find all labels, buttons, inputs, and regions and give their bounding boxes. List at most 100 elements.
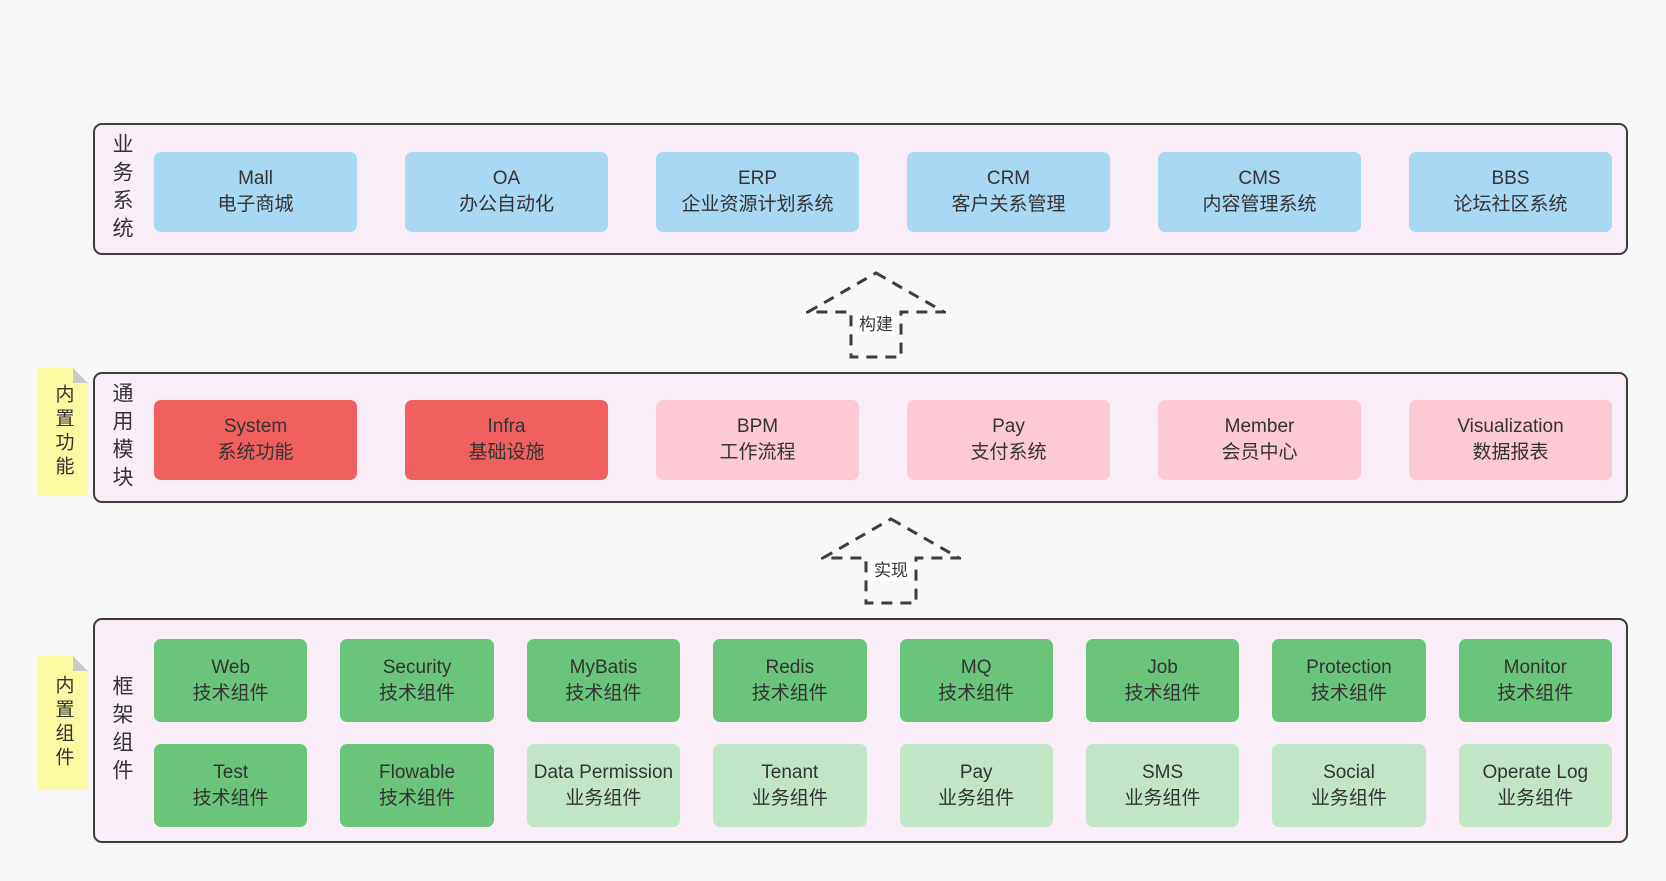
box-subtitle: 技术组件	[192, 787, 269, 809]
sticky-text: 内置组件	[52, 675, 74, 771]
box-subtitle: 技术组件	[379, 682, 456, 704]
layer-label-business: 业务系统	[110, 133, 133, 245]
box-title: Test	[213, 761, 249, 783]
box-subtitle: 会员中心	[1221, 442, 1298, 463]
box-member: Member 会员中心	[1158, 400, 1361, 480]
box-subtitle: 技术组件	[1497, 682, 1574, 704]
box-title: CMS	[1238, 168, 1281, 189]
box-subtitle: 技术组件	[379, 787, 456, 809]
box-subtitle: 技术组件	[1310, 682, 1387, 704]
box-data-permission: Data Permission 业务组件	[526, 744, 681, 827]
box-title: Tenant	[761, 761, 819, 783]
up-arrow-icon	[806, 271, 946, 359]
box-title: OA	[492, 168, 521, 189]
box-redis: Redis 技术组件	[713, 639, 867, 722]
arrow-label-build: 构建	[856, 314, 896, 335]
box-title: System	[223, 416, 288, 437]
components-row-2: Test 技术组件 Flowable 技术组件 Data Permission …	[154, 744, 1612, 827]
box-mall: Mall 电子商城	[154, 152, 357, 232]
box-title: ERP	[737, 168, 778, 189]
box-title: Protection	[1306, 656, 1392, 678]
box-title: Pay	[959, 761, 993, 783]
box-bpm: BPM 工作流程	[656, 400, 859, 480]
business-systems-layer: 业务系统 Mall 电子商城 OA 办公自动化 ERP 企业资源计划系统 CRM…	[93, 123, 1628, 255]
sticky-note-built-in-components: 内置组件	[38, 656, 88, 790]
implement-arrow: 实现	[821, 516, 961, 606]
box-mybatis: MyBatis 技术组件	[526, 639, 681, 722]
layer-label-modules: 通用模块	[110, 381, 133, 494]
sticky-note-built-in-features: 内置功能	[38, 368, 88, 496]
box-subtitle: 技术组件	[938, 682, 1015, 704]
layer-label-components: 框架组件	[110, 674, 133, 787]
box-sms: SMS 业务组件	[1085, 744, 1240, 827]
box-visualization: Visualization 数据报表	[1409, 400, 1612, 480]
box-subtitle: 业务组件	[1124, 787, 1201, 809]
box-flowable: Flowable 技术组件	[340, 744, 494, 827]
box-title: Pay	[992, 416, 1025, 437]
box-subtitle: 基础设施	[468, 442, 545, 463]
box-web: Web 技术组件	[154, 639, 308, 722]
up-arrow-icon	[821, 517, 961, 605]
box-subtitle: 支付系统	[970, 442, 1047, 463]
box-title: Web	[211, 656, 251, 678]
box-mq: MQ 技术组件	[899, 639, 1053, 722]
box-subtitle: 业务组件	[1310, 787, 1387, 809]
box-title: Redis	[765, 656, 815, 678]
box-title: Visualization	[1457, 416, 1564, 437]
box-subtitle: 技术组件	[565, 682, 642, 704]
box-subtitle: 办公自动化	[458, 194, 554, 215]
box-title: BBS	[1491, 168, 1530, 189]
box-title: Member	[1224, 416, 1295, 437]
box-subtitle: 系统功能	[217, 442, 294, 463]
box-subtitle: 数据报表	[1472, 442, 1549, 463]
box-title: CRM	[986, 168, 1031, 189]
box-title: MyBatis	[569, 656, 638, 678]
framework-components-layer: 框架组件 Web 技术组件 Security 技术组件 MyBatis 技术组件…	[93, 618, 1628, 843]
box-subtitle: 业务组件	[1497, 787, 1574, 809]
box-security: Security 技术组件	[340, 639, 494, 722]
box-cms: CMS 内容管理系统	[1158, 152, 1361, 232]
box-title: Infra	[487, 416, 526, 437]
box-title: Security	[382, 656, 452, 678]
sticky-text: 内置功能	[52, 384, 74, 480]
box-subtitle: 论坛社区系统	[1453, 194, 1568, 215]
box-subtitle: 企业资源计划系统	[681, 194, 834, 215]
business-boxes-row: Mall 电子商城 OA 办公自动化 ERP 企业资源计划系统 CRM 客户关系…	[154, 152, 1612, 232]
components-row-1: Web 技术组件 Security 技术组件 MyBatis 技术组件 Redi…	[154, 639, 1612, 722]
modules-boxes-row: System 系统功能 Infra 基础设施 BPM 工作流程 Pay 支付系统…	[154, 400, 1612, 480]
arrow-label-implement: 实现	[871, 560, 911, 581]
box-title: Mall	[238, 168, 273, 189]
box-bbs: BBS 论坛社区系统	[1409, 152, 1612, 232]
box-title: MQ	[960, 656, 992, 678]
box-oa: OA 办公自动化	[405, 152, 608, 232]
box-title: Flowable	[379, 761, 456, 783]
box-subtitle: 内容管理系统	[1202, 194, 1317, 215]
box-title: BPM	[736, 416, 779, 437]
box-title: Operate Log	[1482, 761, 1589, 783]
box-subtitle: 技术组件	[1124, 682, 1201, 704]
box-subtitle: 业务组件	[565, 787, 642, 809]
box-subtitle: 技术组件	[192, 682, 269, 704]
box-pay-biz: Pay 业务组件	[899, 744, 1053, 827]
box-title: Job	[1147, 656, 1178, 678]
box-subtitle: 客户关系管理	[951, 194, 1066, 215]
box-subtitle: 业务组件	[751, 787, 828, 809]
box-tenant: Tenant 业务组件	[713, 744, 867, 827]
box-title: Monitor	[1503, 656, 1567, 678]
box-system: System 系统功能	[154, 400, 357, 480]
box-subtitle: 工作流程	[719, 442, 796, 463]
box-pay: Pay 支付系统	[907, 400, 1110, 480]
box-title: Data Permission	[533, 761, 674, 783]
box-subtitle: 技术组件	[751, 682, 828, 704]
box-erp: ERP 企业资源计划系统	[656, 152, 859, 232]
box-social: Social 业务组件	[1272, 744, 1426, 827]
box-test: Test 技术组件	[154, 744, 308, 827]
common-modules-layer: 通用模块 System 系统功能 Infra 基础设施 BPM 工作流程 Pay…	[93, 372, 1628, 503]
box-operate-log: Operate Log 业务组件	[1458, 744, 1612, 827]
box-job: Job 技术组件	[1085, 639, 1240, 722]
box-title: Social	[1323, 761, 1375, 783]
box-protection: Protection 技术组件	[1272, 639, 1426, 722]
box-monitor: Monitor 技术组件	[1458, 639, 1612, 722]
build-arrow: 构建	[806, 270, 946, 360]
box-subtitle: 电子商城	[217, 194, 294, 215]
